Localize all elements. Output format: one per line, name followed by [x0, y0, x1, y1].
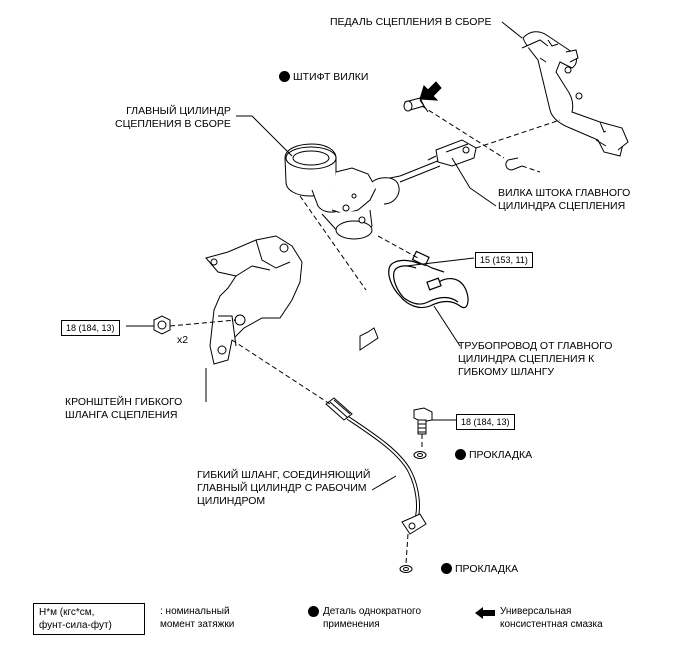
label-push-rod-clevis: ВИЛКА ШТОКА ГЛАВНОГО ЦИЛИНДРА СЦЕПЛЕНИЯ [498, 187, 631, 212]
label-tube: ТРУБОПРОВОД ОТ ГЛАВНОГО ЦИЛИНДРА СЦЕПЛЕН… [458, 340, 613, 378]
label-flexible-hose: ГИБКИЙ ШЛАНГ, СОЕДИНЯЮЩИЙ ГЛАВНЫЙ ЦИЛИНД… [197, 469, 371, 507]
clevis-pin-drawing [403, 97, 429, 113]
tube-clip-drawing [359, 327, 379, 351]
torque-label-bolt: 18 (184, 13) [456, 414, 515, 430]
torque-label-tube: 15 (153, 11) [475, 252, 533, 268]
bolt-drawing [413, 407, 433, 435]
label-clevis-pin: ШТИФТ ВИЛКИ [279, 71, 368, 84]
leader-lines [126, 21, 523, 491]
gasket-lower-drawing [399, 565, 413, 573]
label-master-cylinder: ГЛАВНЫЙ ЦИЛИНДР СЦЕПЛЕНИЯ В СБОРЕ [115, 105, 231, 130]
arrow-left-icon [475, 607, 495, 619]
assembly-lines [169, 105, 561, 565]
label-hose-bracket: КРОНШТЕЙН ГИБКОГО ШЛАНГА СЦЕПЛЕНИЯ [65, 396, 183, 421]
legend-torque-unit-box: Н*м (кгс*см, фунт-сила-фут) [33, 603, 145, 635]
master-cylinder-drawing [284, 143, 441, 240]
legend-non-reusable: Деталь однократного применения [308, 605, 421, 631]
push-rod-clevis-drawing [427, 139, 477, 167]
gasket-upper-drawing [413, 451, 427, 459]
non-reusable-icon [279, 71, 290, 82]
clip-drawing [505, 157, 523, 171]
label-clutch-pedal: ПЕДАЛЬ СЦЕПЛЕНИЯ В СБОРЕ [330, 16, 492, 28]
label-x2: x2 [177, 334, 189, 346]
legend-torque-description: : номинальный момент затяжки [160, 606, 235, 630]
hose-bracket-drawing [205, 235, 303, 365]
legend-grease: Универсальная консистентная смазка [500, 606, 603, 630]
torque-label-nut: 18 (184, 13) [61, 320, 120, 336]
non-reusable-icon [441, 563, 452, 574]
label-gasket-upper: ПРОКЛАДКА [455, 449, 532, 462]
filled-circle-icon [308, 606, 319, 617]
label-gasket-lower: ПРОКЛАДКА [441, 563, 518, 576]
grease-arrow-icon [419, 81, 442, 101]
nut-drawing [153, 315, 171, 335]
clutch-pedal-drawing [521, 31, 629, 157]
non-reusable-icon [455, 449, 466, 460]
flexible-hose-drawing [325, 397, 427, 535]
